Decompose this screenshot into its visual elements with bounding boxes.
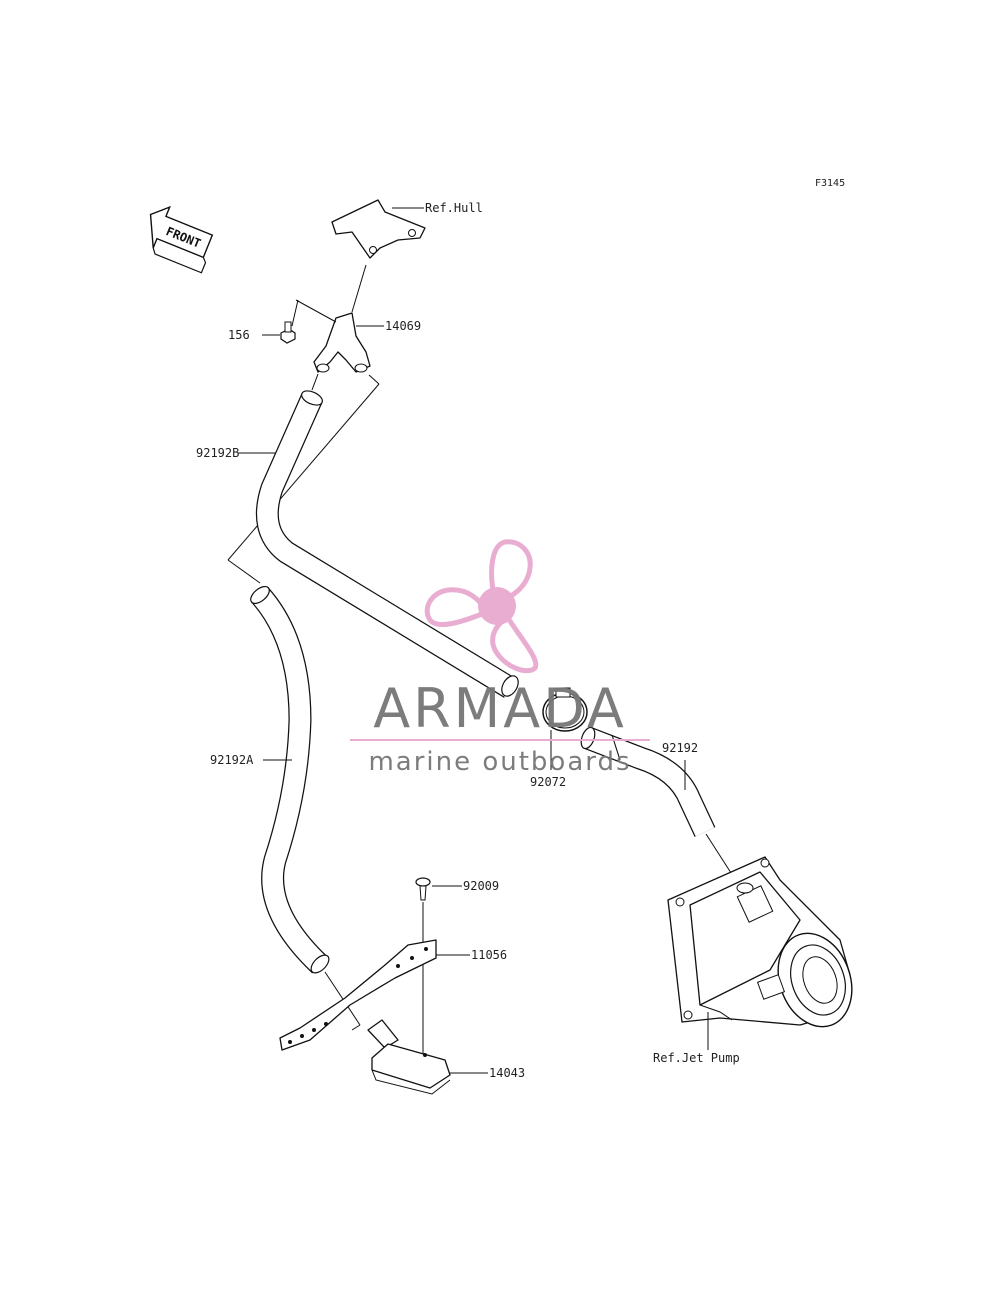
propeller-hub-icon	[478, 587, 516, 625]
fitting-14069	[313, 312, 371, 373]
part-92192B-label: 92192B	[196, 446, 239, 460]
hull-bracket	[331, 199, 426, 259]
front-arrow-icon: FRONT	[149, 205, 214, 274]
part-92009-label: 92009	[463, 879, 499, 893]
part-14069-label: 14069	[385, 319, 421, 333]
jet-pump	[667, 856, 853, 1028]
strainer-14043	[367, 1019, 451, 1095]
brand-tagline: marine outboards	[368, 747, 631, 777]
bolt-156	[280, 321, 296, 344]
brand-name: ARMADA	[373, 677, 627, 740]
armada-logo: ARMADA marine outboards	[350, 539, 650, 777]
part-92192-label: 92192	[662, 741, 698, 755]
hose-92192A	[250, 585, 330, 974]
figure-code: F3145	[815, 178, 845, 189]
hose-92192	[580, 726, 716, 837]
ref-jet-pump-label: Ref.Jet Pump	[653, 1051, 740, 1065]
ref-hull-label: Ref.Hull	[425, 201, 483, 215]
part-156-label: 156	[228, 328, 250, 342]
part-92072-label: 92072	[530, 775, 566, 789]
part-14043-label: 14043	[489, 1066, 525, 1080]
clamp-92072	[542, 687, 588, 732]
part-11056-label: 11056	[471, 948, 507, 962]
propeller-icon	[424, 539, 539, 674]
screw-92009	[415, 877, 431, 901]
hose-92192B	[255, 390, 519, 698]
part-92192A-label: 92192A	[210, 753, 254, 767]
